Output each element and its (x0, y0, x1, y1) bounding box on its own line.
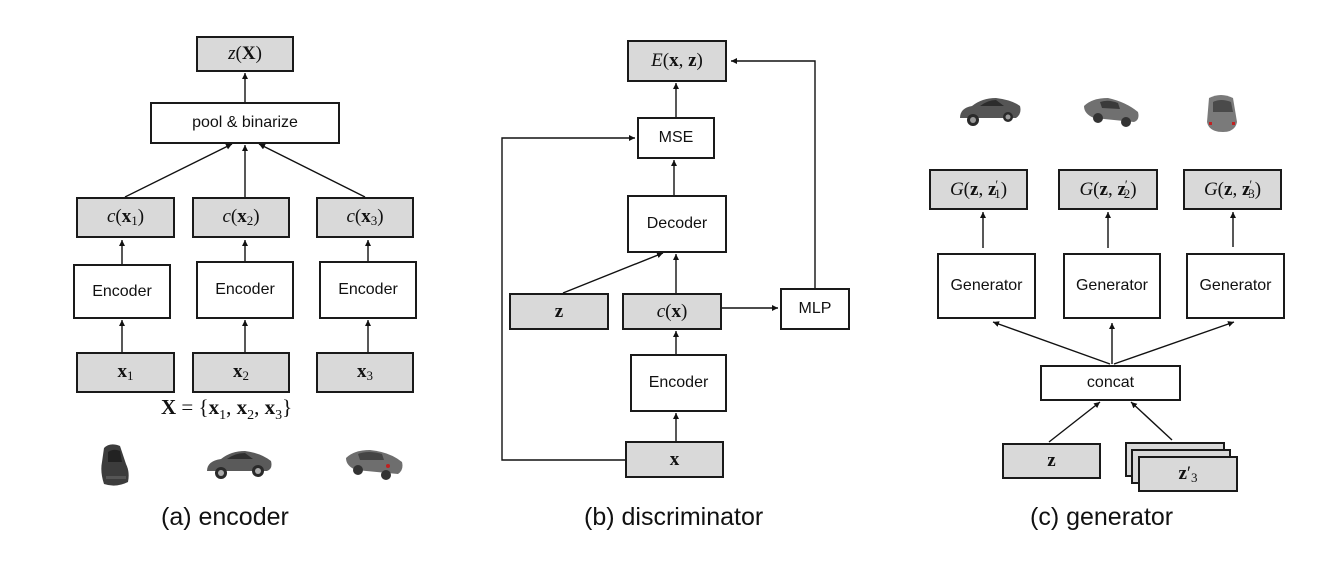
arrow-mlp-to-e (731, 58, 816, 288)
encoder-box-3: Encoder (319, 261, 417, 319)
energy-output-box: E(x, z) (627, 40, 727, 82)
encoder-box-1: Encoder (73, 264, 171, 319)
generator-box-2: Generator (1063, 253, 1161, 319)
input-x-box: x (625, 441, 724, 478)
generated-car-image-3 (1207, 95, 1237, 132)
car-image-front (101, 444, 129, 486)
input-box-3: x3 (316, 352, 414, 393)
generated-car-image-2 (1084, 98, 1139, 127)
car-image-side (207, 451, 272, 479)
mse-box: MSE (637, 117, 715, 159)
arrow-c3-to-pool (258, 143, 366, 198)
arrow-zprime-to-concat (1130, 401, 1173, 441)
car-image-rear (346, 450, 403, 480)
arrow-x-to-mse (501, 135, 635, 461)
generator-box-1: Generator (937, 253, 1036, 319)
input-set-label: X = {x1, x2, x3} (161, 395, 293, 424)
code-box-3: c(x3) (316, 197, 414, 238)
encoder-box: Encoder (630, 354, 727, 412)
encoder-box-2: Encoder (196, 261, 294, 319)
arrow-c1-to-pool (124, 143, 233, 198)
arrow-concat-to-gen1 (992, 321, 1111, 365)
arrow-z-to-decoder (562, 252, 664, 294)
caption-discriminator: (b) discriminator (584, 503, 764, 531)
caption-generator: (c) generator (1030, 503, 1174, 531)
caption-encoder: (a) encoder (161, 503, 289, 531)
arrow-z-to-concat (1048, 401, 1101, 443)
pooled-code-box: z(X) (196, 36, 294, 72)
arrow-concat-to-gen3 (1113, 321, 1235, 365)
latent-z-box: z (509, 293, 609, 330)
generator-box-3: Generator (1186, 253, 1285, 319)
code-box: c(x) (622, 293, 722, 330)
latent-z-box: z (1002, 443, 1101, 479)
input-box-1: x1 (76, 352, 175, 393)
pool-binarize-box: pool & binarize (150, 102, 340, 144)
code-box-1: c(x1) (76, 197, 175, 238)
mlp-box: MLP (780, 288, 850, 330)
generated-car-image-1 (960, 98, 1021, 126)
concat-box: concat (1040, 365, 1181, 401)
input-box-2: x2 (192, 352, 290, 393)
generated-output-box-2: G(z, z′2) (1058, 169, 1158, 210)
decoder-box: Decoder (627, 195, 727, 253)
code-box-2: c(x2) (192, 197, 290, 238)
generated-output-box-3: G(z, z′3) (1183, 169, 1282, 210)
zprime-stack-front: z′3 (1138, 456, 1238, 492)
generated-output-box-1: G(z, z′1) (929, 169, 1028, 210)
